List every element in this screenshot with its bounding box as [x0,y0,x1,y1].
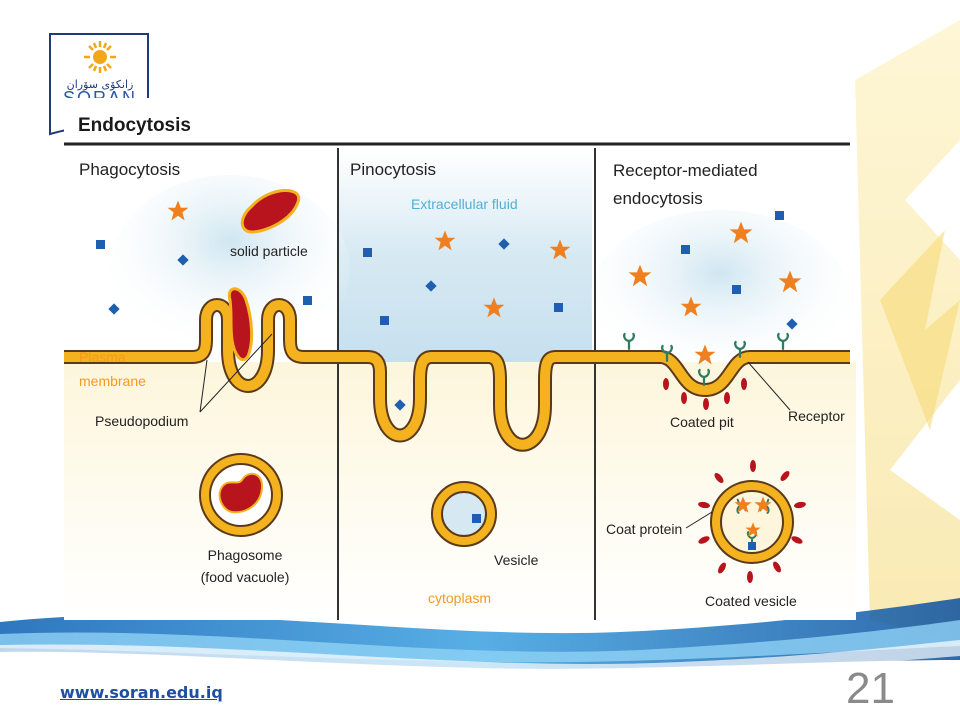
pseudopodium-pointers [199,333,273,413]
label-coat-protein: Coat protein [606,521,682,537]
heading-endocytosis: endocytosis [613,189,703,208]
square-molecule [303,296,312,305]
square-molecule [554,303,563,312]
plasma-membrane [64,298,850,452]
label-plasma: Plasma [79,349,126,365]
square-molecule [96,240,105,249]
heading-receptor-mediated: Receptor-mediated [613,161,758,180]
square-molecule [472,514,481,523]
label-extracellular-fluid: Extracellular fluid [411,196,518,212]
page-number: 21 [846,664,895,713]
coat-protein-pointer [685,511,713,529]
square-molecule [363,248,372,257]
label-vesicle: Vesicle [494,552,539,568]
pino-vesicle [431,481,497,547]
square-molecule [380,316,389,325]
pino-molecules [363,230,571,411]
label-food-vacuole: (food vacuole) [201,569,290,585]
logo-kurdish-text: زانكۆى سۆران [67,78,134,91]
label-coated-vesicle: Coated vesicle [705,593,797,609]
extracellular-fluid-region [338,150,592,362]
diamond-molecule [177,254,189,266]
website-link[interactable]: www.soran.edu.iq [60,683,223,702]
diagram-title: Endocytosis [78,115,191,136]
label-membrane: membrane [79,373,146,389]
label-phagosome: Phagosome [208,547,283,563]
solid-particle [240,189,301,234]
label-cytoplasm: cytoplasm [428,590,491,606]
diamond-molecule [498,238,510,250]
blue-wave-highlight [0,640,960,675]
engulfed-particle [227,287,254,362]
label-coated-pit: Coated pit [670,414,734,430]
phagosome [199,453,283,537]
coated-vesicle [698,460,806,583]
diamond-molecule [394,399,406,411]
square-molecule [775,211,784,220]
heading-pinocytosis: Pinocytosis [350,160,436,179]
yellow-spike [880,230,960,430]
square-molecule [681,245,690,254]
heading-phagocytosis: Phagocytosis [79,160,180,179]
label-pseudopodium: Pseudopodium [95,413,188,429]
coated-pit [663,378,747,410]
label-solid-particle: solid particle [230,243,308,259]
diamond-molecule [786,318,798,330]
receptor-fluid-tint [590,210,850,390]
receptor-pointer [747,361,791,411]
label-receptor: Receptor [788,408,845,424]
sun-icon [84,41,116,73]
receptor-molecules [628,211,802,330]
square-molecule [732,285,741,294]
diamond-molecule [425,280,437,292]
